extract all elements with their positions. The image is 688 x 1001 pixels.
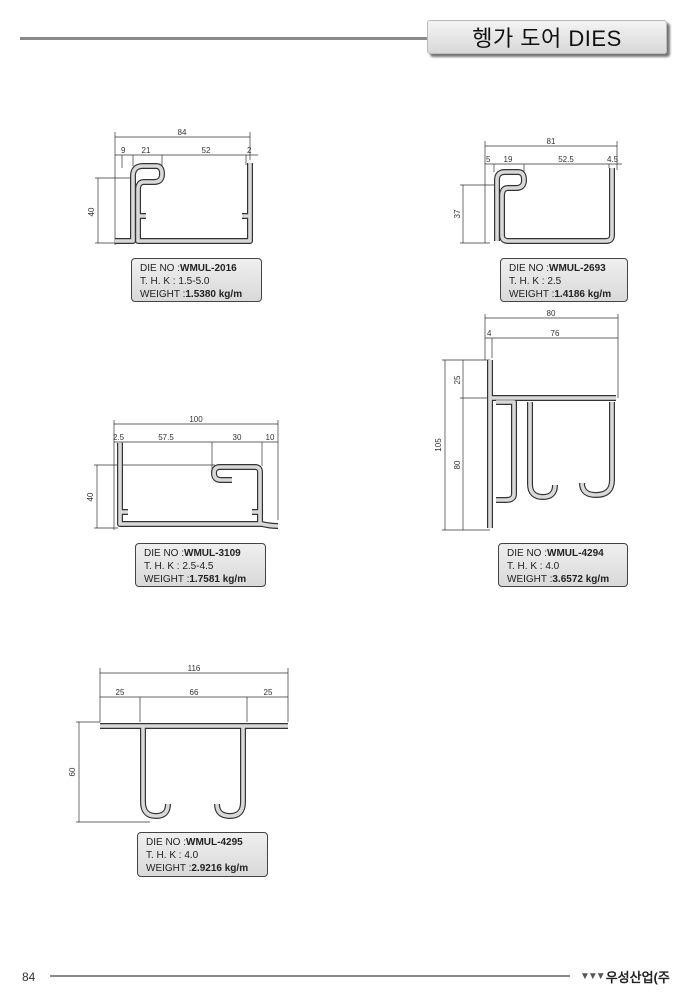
weight-value: 1.5380 kg/m	[185, 289, 243, 300]
dim-part: 52	[202, 146, 211, 155]
thk-label: T. H. K :	[507, 561, 543, 572]
dim-part: 19	[504, 155, 513, 164]
dim-part: 10	[266, 433, 275, 442]
dim-part: 57.5	[158, 433, 174, 442]
dim-overall-width: 81	[547, 137, 556, 146]
die-no-value: WMUL-4294	[547, 548, 604, 559]
dim-height-part: 25	[453, 375, 462, 384]
thk-label: T. H. K :	[140, 276, 176, 287]
thk-label: T. H. K :	[144, 561, 180, 572]
die-no-value: WMUL-2693	[549, 263, 606, 274]
dim-part: 30	[233, 433, 242, 442]
weight-label: WEIGHT :	[509, 289, 555, 300]
dim-overall-width: 100	[189, 415, 203, 424]
weight-value: 3.6572 kg/m	[552, 574, 610, 585]
weight-label: WEIGHT :	[144, 574, 190, 585]
page-title: 헹가 도어 DIES	[427, 20, 667, 54]
thk-label: T. H. K :	[146, 850, 182, 861]
die-no-label: DIE NO :	[146, 837, 187, 848]
weight-label: WEIGHT :	[146, 863, 192, 874]
dim-part: 76	[551, 329, 560, 338]
die-info-box: DIE NO :WMUL-4295 T. H. K : 4.0 WEIGHT :…	[137, 832, 268, 877]
dim-overall-width: 80	[547, 309, 556, 318]
dim-part: 5	[486, 155, 491, 164]
weight-value: 1.7581 kg/m	[189, 574, 247, 585]
die-info-box: DIE NO :WMUL-3109 T. H. K : 2.5-4.5 WEIG…	[135, 543, 266, 587]
weight-label: WEIGHT :	[140, 289, 186, 300]
dim-part: 25	[264, 688, 273, 697]
footer-rule	[50, 975, 570, 977]
die-info-box: DIE NO :WMUL-2693 T. H. K : 2.5 WEIGHT :…	[500, 258, 628, 302]
page-title-text: 헹가 도어 DIES	[472, 26, 622, 51]
die-drawing-wmul-2693: 81 5 19 52.5 4.5 37	[453, 137, 622, 244]
thk-value: 4.0	[184, 850, 199, 861]
die-drawing-wmul-4294: 80 4 76 105 25 80	[434, 309, 619, 531]
logo-mark-icon: ▼▼▼	[580, 971, 606, 982]
dim-height: 37	[453, 209, 462, 218]
weight-label: WEIGHT :	[507, 574, 553, 585]
thk-value: 1.5-5.0	[178, 276, 210, 287]
dim-part: 4	[487, 329, 492, 338]
dim-overall-width: 116	[188, 664, 201, 673]
dim-part: 25	[116, 688, 125, 697]
header-rule	[20, 37, 430, 40]
die-drawing-wmul-3109: 100 2.5 57.5 30 10 40	[86, 415, 279, 530]
dim-height-part: 80	[453, 460, 462, 469]
thk-value: 2.5	[547, 276, 562, 287]
thk-value: 4.0	[545, 561, 560, 572]
dim-part: 2	[247, 146, 252, 155]
dim-height: 105	[434, 438, 443, 452]
thk-label: T. H. K :	[509, 276, 545, 287]
weight-value: 2.9216 kg/m	[191, 863, 249, 874]
dim-part: 9	[121, 146, 126, 155]
dim-part: 52.5	[558, 155, 574, 164]
company-name: 우성산업(주	[605, 970, 670, 985]
dim-part: 2.5	[113, 433, 125, 442]
die-info-box: DIE NO :WMUL-2016 T. H. K : 1.5-5.0 WEIG…	[131, 258, 262, 302]
dim-height: 40	[86, 492, 95, 501]
die-no-label: DIE NO :	[140, 263, 181, 274]
dim-part: 4.5	[607, 155, 619, 164]
dim-overall-width: 84	[178, 128, 187, 137]
die-no-label: DIE NO :	[507, 548, 548, 559]
dim-height: 60	[68, 767, 77, 776]
die-no-value: WMUL-4295	[186, 837, 243, 848]
dim-part: 21	[142, 146, 151, 155]
die-no-value: WMUL-3109	[184, 548, 241, 559]
thk-value: 2.5-4.5	[182, 561, 214, 572]
dim-height: 40	[87, 207, 96, 216]
page-number: 84	[22, 970, 36, 984]
dim-part: 66	[190, 688, 199, 697]
die-info-box: DIE NO :WMUL-4294 T. H. K : 4.0 WEIGHT :…	[498, 543, 628, 587]
die-drawing-wmul-2016: 84 9 21 52 2 40	[87, 128, 258, 245]
weight-value: 1.4186 kg/m	[554, 289, 612, 300]
die-no-label: DIE NO :	[144, 548, 185, 559]
die-no-label: DIE NO :	[509, 263, 550, 274]
die-no-value: WMUL-2016	[180, 263, 237, 274]
company-logo: ▼▼▼ 우성산업(주	[580, 967, 670, 986]
die-drawing-wmul-4295: 116 25 66 25 60	[68, 664, 289, 823]
